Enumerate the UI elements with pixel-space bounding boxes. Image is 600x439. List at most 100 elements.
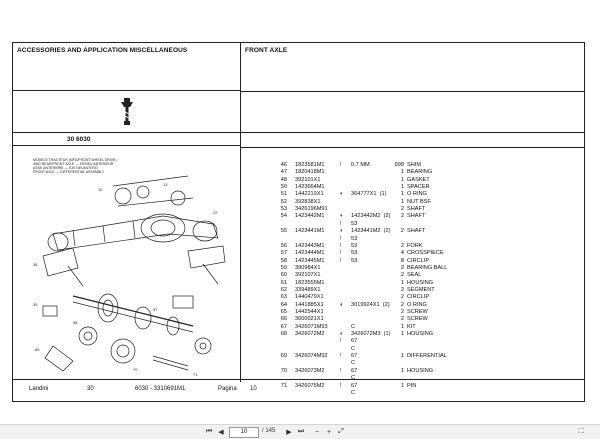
part-number-index: 54 (280, 213, 287, 220)
footer-page-number: 10 (250, 386, 257, 392)
part-description: SHAFT (407, 213, 426, 220)
svg-text:22: 22 (213, 210, 218, 215)
part-number-index: 59 (280, 264, 287, 271)
part-symbol: ! (340, 257, 342, 264)
part-number-index: 55 (280, 228, 287, 235)
page-total: / 145 (262, 428, 276, 434)
part-reference: C (351, 360, 356, 367)
part-symbol: ! (340, 382, 342, 389)
part-reference: 364777X1 (1) (351, 191, 387, 198)
part-description: SEGMENT (407, 286, 435, 293)
part-description: SHIM (407, 162, 421, 168)
part-quantity: 1 (400, 279, 404, 286)
part-code: 1423442M1 (295, 213, 325, 220)
part-description: DIFFERENTIAL (407, 353, 447, 360)
part-description: SCREW (407, 316, 428, 323)
part-number-index: 51 (280, 191, 287, 198)
part-description: PIN (407, 382, 417, 389)
part-quantity: 2 (400, 228, 404, 235)
part-reference: 53 (351, 250, 358, 257)
part-reference: 0,7 MM. (351, 162, 372, 168)
svg-text:39: 39 (33, 302, 38, 307)
part-description: SHAFT (407, 206, 426, 213)
part-quantity: 1 (400, 367, 404, 374)
part-code: 1423444M1 (295, 250, 325, 257)
part-symbol: ◐ (340, 301, 344, 308)
svg-text:10: 10 (98, 187, 103, 192)
part-reference: 67 (351, 382, 358, 389)
part-number-index: 53 (280, 206, 287, 213)
part-reference: 53 (351, 257, 358, 264)
part-number-index: 64 (280, 301, 287, 308)
part-code: 1440479X1 (295, 294, 324, 301)
part-description: BEARING BALL (407, 264, 448, 271)
part-number-index: 47 (280, 169, 287, 176)
part-quantity: 1 (400, 169, 404, 176)
fit-icon[interactable]: ⤢ (338, 428, 344, 435)
part-quantity: 1 (400, 191, 404, 198)
group-code: 30 6030 (67, 136, 91, 143)
next-page-icon[interactable]: ▶ (286, 429, 292, 436)
right-header-cell: FRONT AXLE (241, 43, 584, 92)
right-spacer-band (241, 132, 584, 148)
part-symbol: ! (340, 353, 342, 360)
part-number-index: 61 (280, 279, 287, 286)
footer-page-label: Pagina (218, 386, 237, 392)
prev-page-icon[interactable]: ◀ (218, 429, 224, 436)
page-input[interactable]: 10 (229, 427, 259, 438)
zoom-in-icon[interactable]: + (326, 428, 332, 436)
part-number-index: 66 (280, 316, 287, 323)
part-code: 1423445M1 (295, 257, 325, 264)
first-page-icon[interactable]: ⏮ (205, 428, 213, 435)
part-reference: 67 (351, 353, 358, 360)
part-number-index: 67 (280, 323, 287, 330)
legend-line: MODELE TRACTEUR (MFD/FRONT WHEEL DRIVE) (33, 158, 117, 162)
part-description: HOUSING (407, 367, 434, 374)
left-header-cell: ACCESSORIES AND APPLICATION MISCELLANEOU… (13, 43, 241, 91)
part-reference: C (351, 389, 356, 396)
part-reference: 53 (351, 220, 358, 227)
zoom-out-icon[interactable]: − (314, 428, 320, 436)
part-symbol: ! (340, 250, 342, 257)
part-reference: 67 (351, 338, 358, 345)
part-quantity: 2 (400, 316, 404, 323)
part-code: 3426073M2 (295, 367, 325, 374)
part-description: CIRCLIP (407, 257, 430, 264)
part-quantity: 8 (400, 257, 404, 264)
part-reference: 3019924X1 (2) (351, 301, 390, 308)
part-symbol: ! (340, 338, 342, 345)
part-reference: 53 (351, 242, 358, 249)
part-number-index: 63 (280, 294, 287, 301)
part-reference: 3426072M3 (1) (351, 331, 391, 338)
part-code: 392838X1 (295, 198, 321, 205)
part-code: 1442544X1 (295, 309, 324, 315)
part-quantity: 2 (400, 294, 404, 301)
wrench-icon (121, 98, 133, 125)
part-quantity: 1 (400, 184, 404, 191)
part-code: 3426075M2 (295, 382, 325, 389)
fullscreen-icon[interactable]: ⛶ (578, 428, 584, 435)
page-footer: Landini 30 6030 - 3310691M1 Pagina 10 (13, 379, 584, 401)
svg-text:70: 70 (133, 367, 138, 372)
part-symbol: ◐ (340, 213, 344, 220)
footer-model: 30 (87, 386, 94, 392)
part-code: 3426196M91 (295, 206, 328, 213)
part-quantity: 999 (394, 162, 404, 168)
part-description: SPACER (407, 184, 430, 191)
svg-text:38: 38 (33, 262, 38, 267)
svg-text:71: 71 (193, 372, 198, 377)
part-number-index: 46 (280, 162, 287, 168)
left-header-title: ACCESSORIES AND APPLICATION MISCELLANEOU… (17, 47, 188, 54)
part-reference: C (351, 323, 356, 330)
part-description: CROSSPIECE (407, 250, 444, 257)
part-symbol: ! (340, 162, 342, 168)
part-description: BEARING (407, 169, 433, 176)
svg-text:66: 66 (35, 347, 40, 352)
part-number-index: 58 (280, 257, 287, 264)
last-page-icon[interactable]: ⏭ (297, 428, 305, 435)
part-symbol: ! (340, 367, 342, 374)
part-symbol: ! (340, 235, 342, 242)
part-description: SHAFT (407, 228, 426, 235)
part-quantity: 1 (400, 323, 404, 330)
right-header-title: FRONT AXLE (245, 47, 288, 54)
